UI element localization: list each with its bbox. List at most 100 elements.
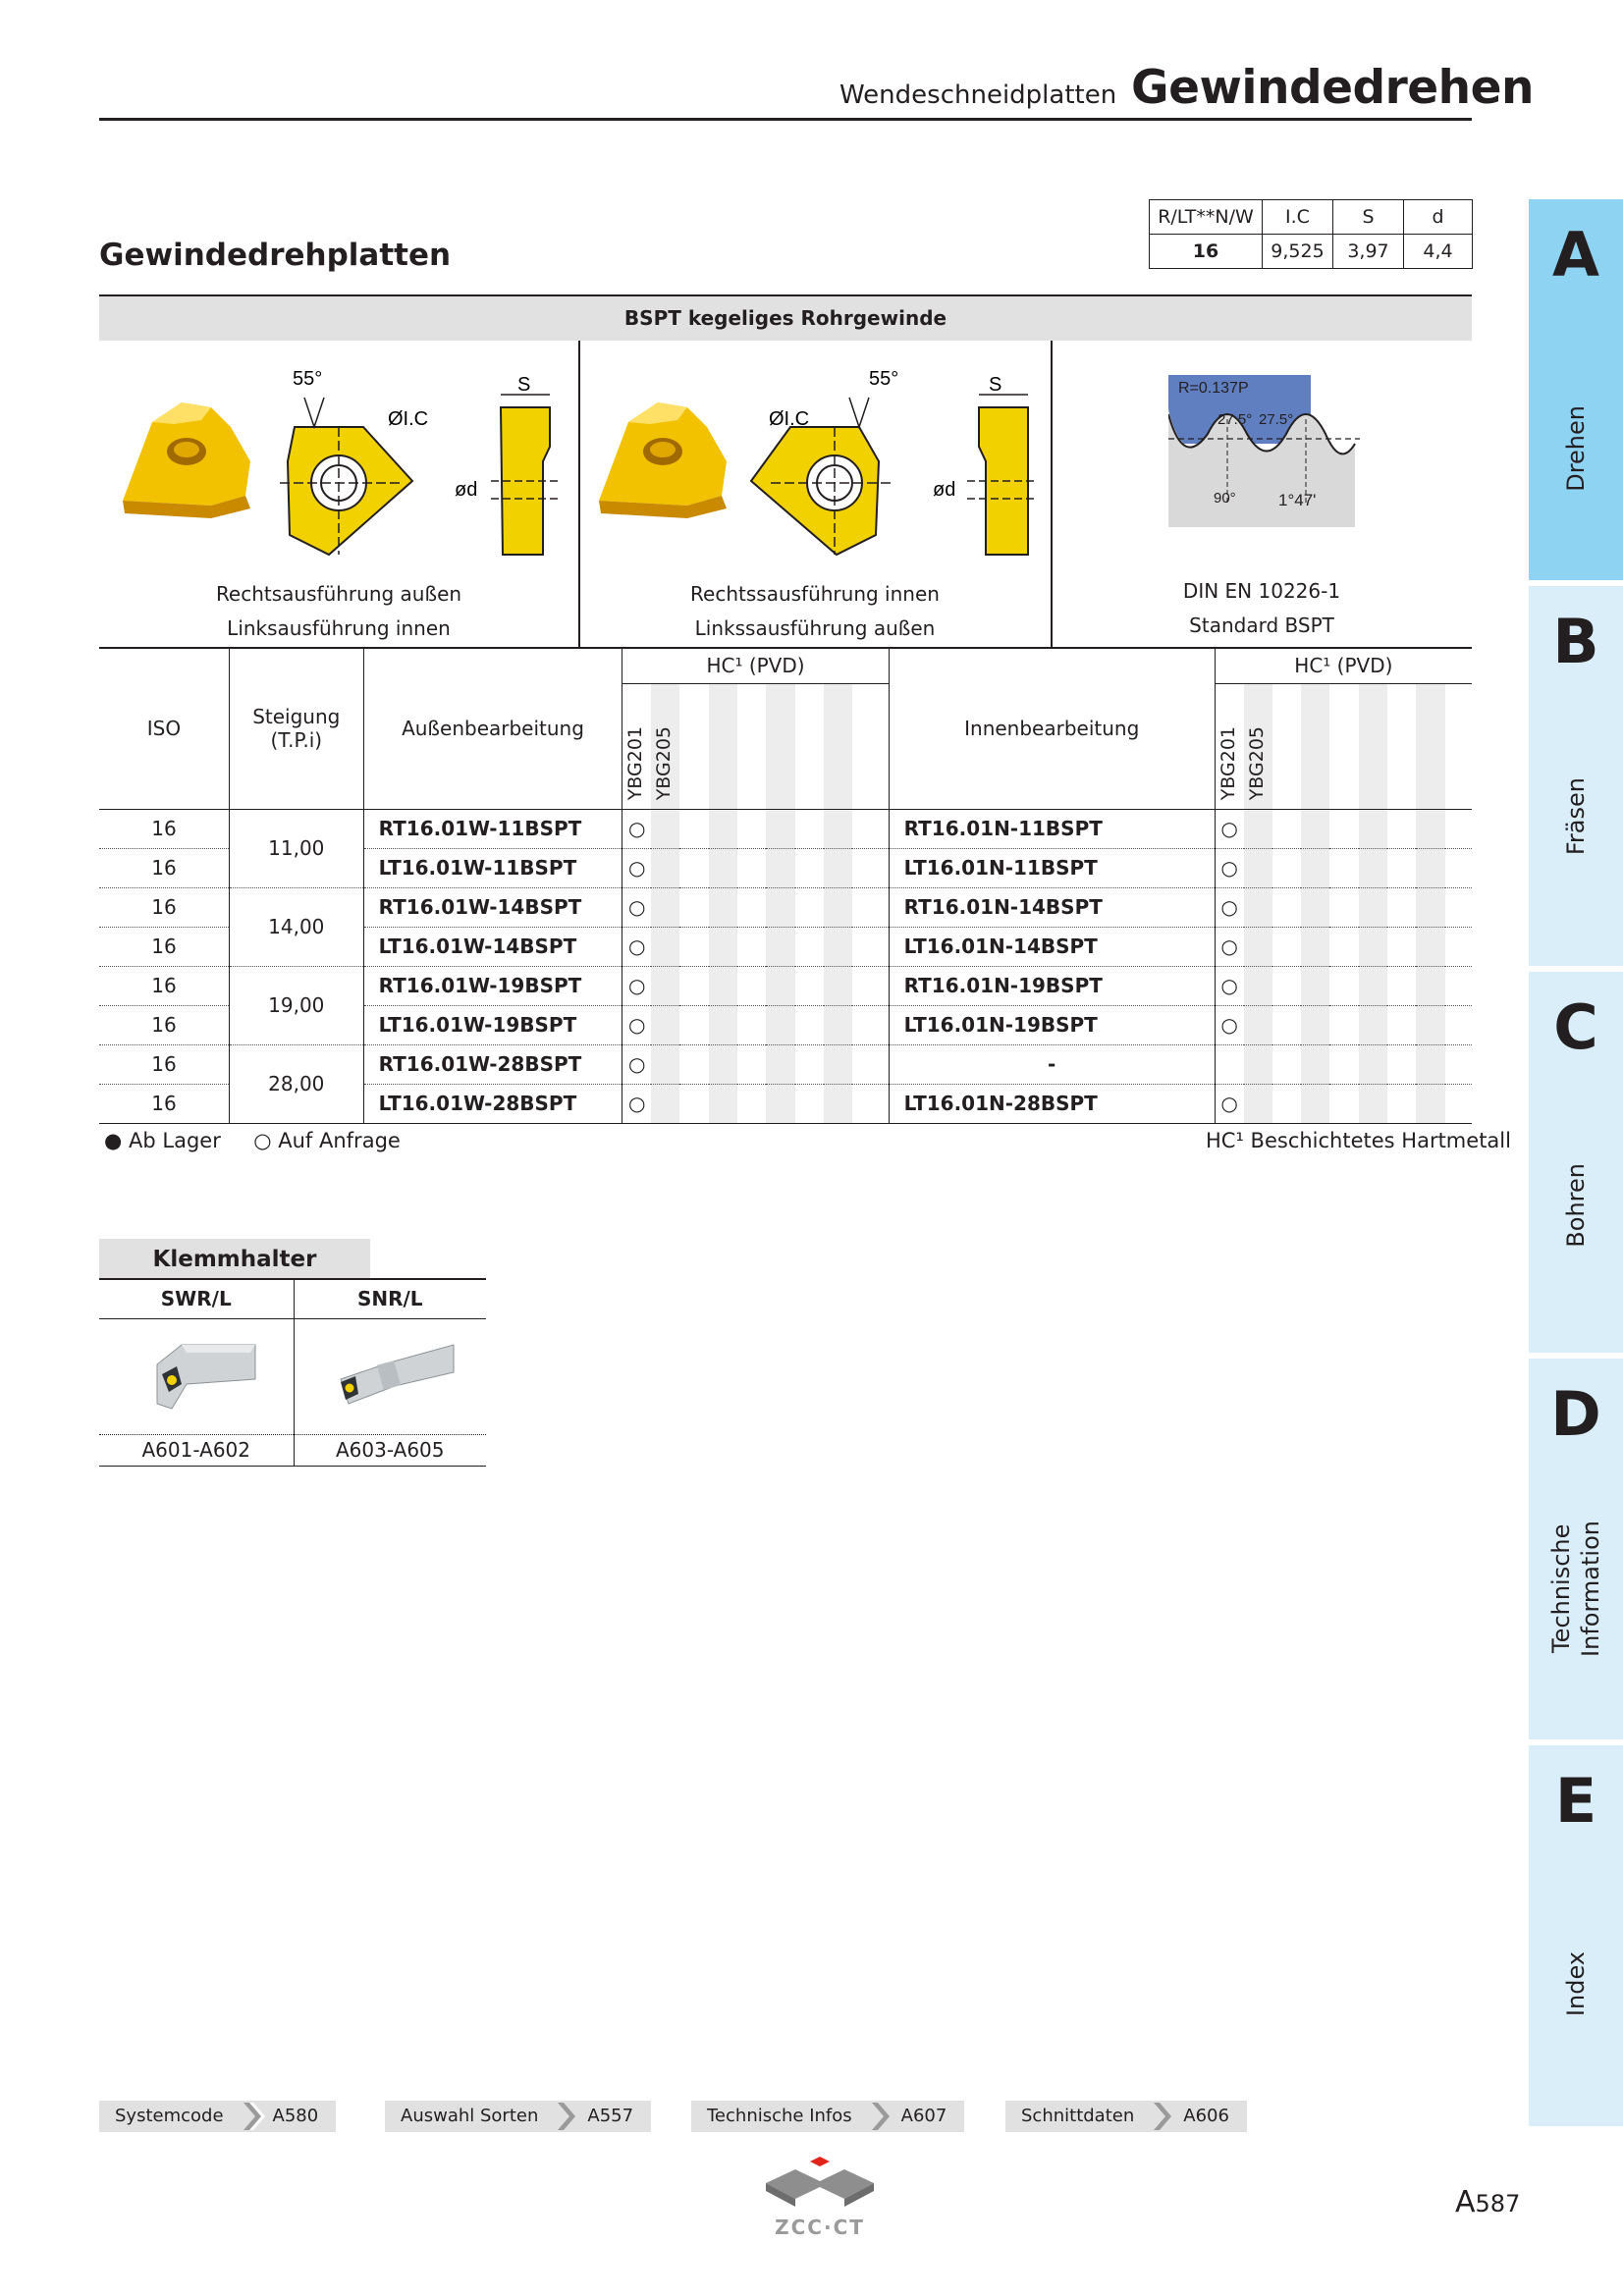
grade-cell: [651, 887, 680, 928]
cell-internal-code[interactable]: RT16.01N-11BSPT: [889, 809, 1216, 849]
availability-marker: ○: [1215, 887, 1244, 928]
holder-page-ref[interactable]: A601-A602: [99, 1434, 295, 1466]
grade-cell: [1243, 1044, 1272, 1085]
spec-value: 9,525: [1262, 234, 1333, 269]
cell-iso: 16: [99, 848, 230, 888]
grade-cell: [1416, 887, 1445, 928]
tab-fraesen[interactable]: B Fräsen: [1529, 586, 1623, 966]
nav-auswahl-sorten[interactable]: Auswahl Sorten A557: [385, 2101, 652, 2132]
angle-label: 55°: [869, 368, 898, 390]
grade-label: YBG201: [624, 726, 647, 801]
column-divider: [578, 341, 580, 648]
tab-label: Index: [1562, 1951, 1590, 2017]
insert-photo: [599, 402, 727, 518]
coating-group-left: HC¹ (PVD): [622, 648, 890, 684]
cell-iso: 16: [99, 1084, 230, 1124]
angle-left-label: 27.5°: [1217, 411, 1252, 428]
grade-cell: [1271, 809, 1302, 849]
cell-external-code[interactable]: RT16.01W-28BSPT: [363, 1044, 623, 1085]
availability-marker: ○: [622, 887, 652, 928]
angle-90-label: 90°: [1214, 490, 1236, 507]
grade-cell: [1387, 887, 1417, 928]
grade-cell: [708, 1044, 738, 1085]
grade-cell: [1444, 927, 1472, 967]
holder-image-snr[interactable]: [294, 1318, 486, 1434]
availability-marker: ○: [622, 809, 652, 849]
cell-external-code[interactable]: LT16.01W-28BSPT: [363, 1084, 623, 1124]
radius-label: R=0.137P: [1178, 380, 1249, 397]
nav-systemcode[interactable]: Systemcode A580: [99, 2101, 337, 2132]
availability-marker: ○: [1215, 848, 1244, 888]
grade-cell: [1358, 1044, 1388, 1085]
product-table: ISO Steigung (T.P.i) Außenbearbeitung HC…: [99, 648, 1472, 1124]
grade-cell: [823, 1005, 853, 1045]
cell-internal-code[interactable]: RT16.01N-19BSPT: [889, 966, 1216, 1006]
cell-external-code[interactable]: LT16.01W-19BSPT: [363, 1005, 623, 1045]
grade-cell: [1329, 848, 1359, 888]
insert-side-view: S ød: [933, 374, 1036, 556]
grade-cell: [1329, 1084, 1359, 1124]
nav-technische-infos[interactable]: Technische Infos A607: [691, 2101, 965, 2132]
grade-cell: [794, 927, 824, 967]
cell-external-code[interactable]: RT16.01W-14BSPT: [363, 887, 623, 928]
tab-letter: C: [1553, 991, 1598, 1063]
grade-cell: [766, 809, 795, 849]
cell-internal-code[interactable]: LT16.01N-28BSPT: [889, 1084, 1216, 1124]
grade-cell: [1416, 809, 1445, 849]
grade-cell: [651, 848, 680, 888]
nav-schnittdaten[interactable]: Schnittdaten A606: [1005, 2101, 1247, 2132]
tab-bohren[interactable]: C Bohren: [1529, 972, 1623, 1353]
grade-cell: [1358, 927, 1388, 967]
grade-cell: [708, 848, 738, 888]
tab-index[interactable]: E Index: [1529, 1745, 1623, 2126]
grade-cell: [1416, 1084, 1445, 1124]
grade-cell: [679, 966, 709, 1006]
cell-external-code[interactable]: LT16.01W-11BSPT: [363, 848, 623, 888]
tab-label: Bohren: [1562, 1163, 1590, 1248]
chevron-right-icon: [1150, 2101, 1180, 2132]
grade-cell: [794, 848, 824, 888]
in-stock-icon: ●: [104, 1129, 123, 1152]
grade-cell: [737, 1084, 767, 1124]
grade-cell: [852, 1044, 890, 1085]
grade-cell: [823, 809, 853, 849]
cell-internal-code[interactable]: LT16.01N-19BSPT: [889, 1005, 1216, 1045]
holders-table: SWR/L SNR/L A601-A602 A603-A605: [99, 1278, 486, 1467]
caption-external: Rechtsausführung außen Linksausführung i…: [99, 577, 578, 646]
grade-cell: [708, 966, 738, 1006]
cell-internal-code[interactable]: LT16.01N-11BSPT: [889, 848, 1216, 888]
holder-page-ref[interactable]: A603-A605: [336, 1438, 445, 1462]
grade-cell: [737, 1044, 767, 1085]
cell-external-code[interactable]: LT16.01W-14BSPT: [363, 927, 623, 967]
header-divider: [99, 118, 1472, 121]
thread-type-band: BSPT kegeliges Rohrgewinde: [99, 294, 1472, 341]
caption-line: Linkssausführung außen: [694, 616, 936, 640]
availability-marker: ○: [1215, 966, 1244, 1006]
angle-label: 55°: [293, 368, 322, 390]
grade-cell: [1243, 966, 1272, 1006]
holder-image-swr[interactable]: [99, 1318, 295, 1434]
insert-top-view: 55° ØI.C: [749, 368, 898, 557]
grade-cell: [1301, 809, 1330, 849]
tab-drehen[interactable]: A Drehen: [1529, 199, 1623, 580]
grade-cell: [1387, 966, 1417, 1006]
availability-marker: ○: [622, 1044, 652, 1085]
cell-external-code[interactable]: RT16.01W-19BSPT: [363, 966, 623, 1006]
header-pitch-line: Steigung: [252, 704, 341, 728]
grade-cell: [708, 809, 738, 849]
cell-external-code[interactable]: RT16.01W-11BSPT: [363, 809, 623, 849]
column-divider: [1051, 341, 1053, 648]
grade-cell: [651, 927, 680, 967]
caption-line: Rechtsausführung außen: [215, 582, 462, 606]
spec-value: 16: [1149, 234, 1263, 269]
grade-cell: [852, 1005, 890, 1045]
section-title: Gewindedrehplatten: [99, 238, 452, 273]
cell-internal-code[interactable]: LT16.01N-14BSPT: [889, 927, 1216, 967]
cell-internal-code[interactable]: RT16.01N-14BSPT: [889, 887, 1216, 928]
grade-cell: [823, 887, 853, 928]
